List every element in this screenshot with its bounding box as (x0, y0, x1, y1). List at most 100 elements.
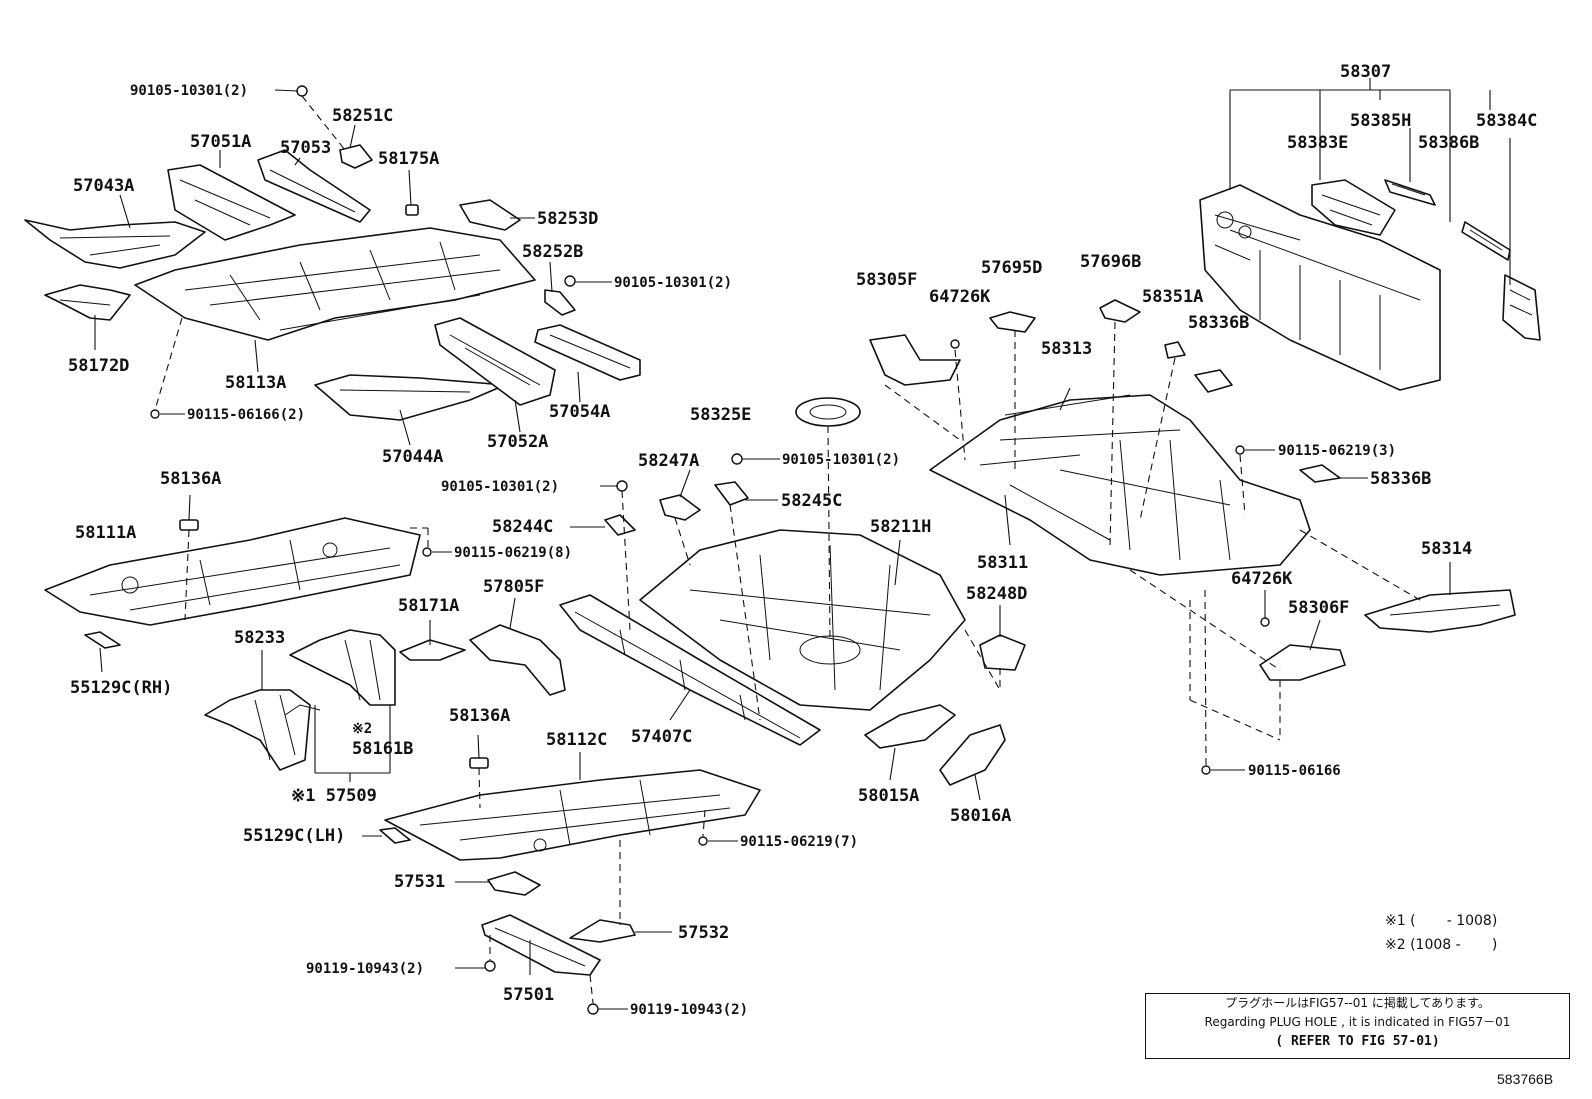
part-57052A (434, 317, 556, 406)
part-57805F (469, 624, 566, 696)
label-58251C: 58251C (332, 106, 393, 126)
part-58111A (44, 517, 421, 626)
part-55129C-RH (84, 631, 121, 649)
part-58307-rear-panel (1199, 184, 1441, 391)
label-58311: 58311 (977, 553, 1028, 573)
label-58136A-b: 58136A (449, 706, 510, 726)
label-57696B: 57696B (1080, 252, 1141, 272)
label-57053: 57053 (280, 138, 331, 158)
part-58253D (459, 199, 521, 231)
label-58245C: 58245C (781, 491, 842, 511)
part-57053 (257, 149, 371, 223)
label-58248D: 58248D (966, 584, 1027, 604)
label-90119-10943-a: 90119-10943(2) (306, 961, 424, 977)
label-58136A-a: 58136A (160, 469, 221, 489)
part-58251C (339, 144, 373, 169)
label-55129C-LH: 55129C(LH) (243, 826, 345, 846)
part-57532 (569, 919, 636, 943)
label-58244C: 58244C (492, 517, 553, 537)
label-58172D: 58172D (68, 356, 129, 376)
label-64726K-b: 64726K (1231, 569, 1293, 589)
part-58016A (939, 724, 1006, 786)
part-57501 (481, 914, 601, 976)
label-58383E: 58383E (1287, 133, 1348, 153)
label-90115-06166-b: 90115-06166 (1248, 763, 1341, 779)
part-58172D (44, 284, 131, 321)
label-58015A: 58015A (858, 786, 919, 806)
label-57805F: 57805F (483, 577, 544, 597)
legend-note-1: ※1 ( - 1008) (1385, 913, 1498, 929)
part-58305F (869, 334, 961, 386)
part-58252B (544, 289, 576, 316)
part-58113A-front-floor (134, 227, 536, 341)
label-58161B: 58161B (352, 739, 413, 759)
label-58384C: 58384C (1476, 111, 1537, 131)
label-90115-06219-3: 90115-06219(3) (1278, 443, 1396, 459)
part-58136A-b (469, 757, 489, 769)
part-58386B (1461, 221, 1511, 261)
part-57043A (24, 219, 206, 269)
part-57054A (534, 324, 641, 381)
legend-note-2: ※2 (1008 - ) (1385, 937, 1498, 953)
part-57407C (559, 594, 821, 746)
label-90115-06219-8: 90115-06219(8) (454, 545, 572, 561)
note-refer-link[interactable]: ( REFER TO FIG 57-01) (1275, 1034, 1440, 1049)
label-58253D: 58253D (537, 209, 598, 229)
part-57509-harness (284, 704, 321, 716)
label-57509: ※1 57509 (291, 786, 377, 806)
label-90115-06219-7: 90115-06219(7) (740, 834, 858, 850)
part-58247A (659, 494, 701, 521)
part-57695D (989, 311, 1036, 333)
label-58252B: 58252B (522, 242, 583, 262)
label-57501: 57501 (503, 985, 554, 1005)
label-58306F: 58306F (1288, 598, 1349, 618)
part-58248D (979, 634, 1026, 671)
part-58161B (289, 629, 396, 706)
leader-lines (94, 78, 1511, 1010)
label-90105-10301-b: 90105-10301(2) (614, 275, 732, 291)
part-58336B-a (1194, 369, 1233, 393)
part-57044A (314, 374, 506, 421)
label-57044A: 57044A (382, 447, 443, 467)
label-58112C: 58112C (546, 730, 607, 750)
label-58307: 58307 (1340, 62, 1391, 82)
label-57051A: 57051A (190, 132, 251, 152)
part-58233 (204, 689, 311, 771)
part-58136A-a (179, 519, 199, 531)
label-57407C: 57407C (631, 727, 692, 747)
label-57052A: 57052A (487, 432, 548, 452)
label-90105-10301-d: 90105-10301(2) (441, 479, 559, 495)
part-58211H-center-floor (639, 529, 966, 711)
bolt-markers (150, 85, 1270, 1015)
part-58245C (714, 481, 749, 506)
part-58015A (864, 704, 956, 749)
plug-hole-note: プラグホールはFIG57--01 に掲載してあります。 Regarding PL… (1145, 993, 1570, 1059)
label-58314: 58314 (1421, 539, 1472, 559)
label-58351A: 58351A (1142, 287, 1203, 307)
label-90105-10301-c: 90105-10301(2) (782, 452, 900, 468)
part-57051A (167, 164, 296, 241)
label-58336B-b: 58336B (1370, 469, 1431, 489)
label-57054A: 57054A (549, 402, 610, 422)
label-58233: 58233 (234, 628, 285, 648)
part-55129C-LH (379, 827, 411, 844)
label-58171A: 58171A (398, 596, 459, 616)
part-58351A (1164, 341, 1186, 359)
label-58385H: 58385H (1350, 111, 1411, 131)
part-58325E (795, 397, 861, 427)
note-line-japanese: プラグホールはFIG57--01 に掲載してあります。 (1225, 996, 1490, 1010)
part-57531 (487, 871, 541, 896)
label-58111A: 58111A (75, 523, 136, 543)
part-58384C (1502, 274, 1541, 341)
part-labels: 58307 58385H 58384C 58383E 58386B 90105-… (68, 62, 1537, 1018)
figure-id: 583766B (1497, 1071, 1554, 1087)
label-58161B-note-mark: ※2 (352, 721, 372, 737)
part-58244C (604, 514, 636, 536)
label-58247A: 58247A (638, 451, 699, 471)
label-58313: 58313 (1041, 339, 1092, 359)
label-90115-06166-a: 90115-06166(2) (187, 407, 305, 423)
label-57531: 57531 (394, 872, 445, 892)
label-57532: 57532 (678, 923, 729, 943)
label-58175A: 58175A (378, 149, 439, 169)
label-58113A: 58113A (225, 373, 286, 393)
